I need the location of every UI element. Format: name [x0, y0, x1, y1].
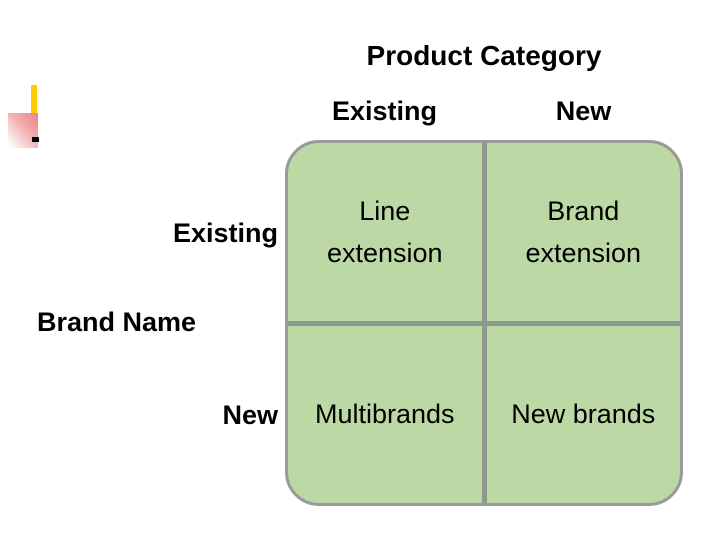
row-header-new: New	[222, 400, 278, 430]
cell-line-extension: Line extension	[288, 143, 482, 321]
cell-brand-extension: Brand extension	[486, 143, 680, 321]
cell-new-brands: New brands	[486, 325, 680, 503]
black-dash-decoration	[32, 137, 39, 142]
pink-gradient-decoration	[8, 113, 38, 148]
cell-multibrands: Multibrands	[288, 325, 482, 503]
yellow-bar-decoration	[31, 85, 37, 114]
brand-name-axis-label: Brand Name	[37, 307, 197, 337]
column-header-existing: Existing	[331, 96, 438, 126]
row-header-existing: Existing	[172, 218, 278, 248]
brand-development-matrix: Line extension Brand extension Multibran…	[285, 140, 683, 506]
column-header-new: New	[555, 96, 612, 126]
matrix-title: Product Category	[366, 40, 602, 71]
